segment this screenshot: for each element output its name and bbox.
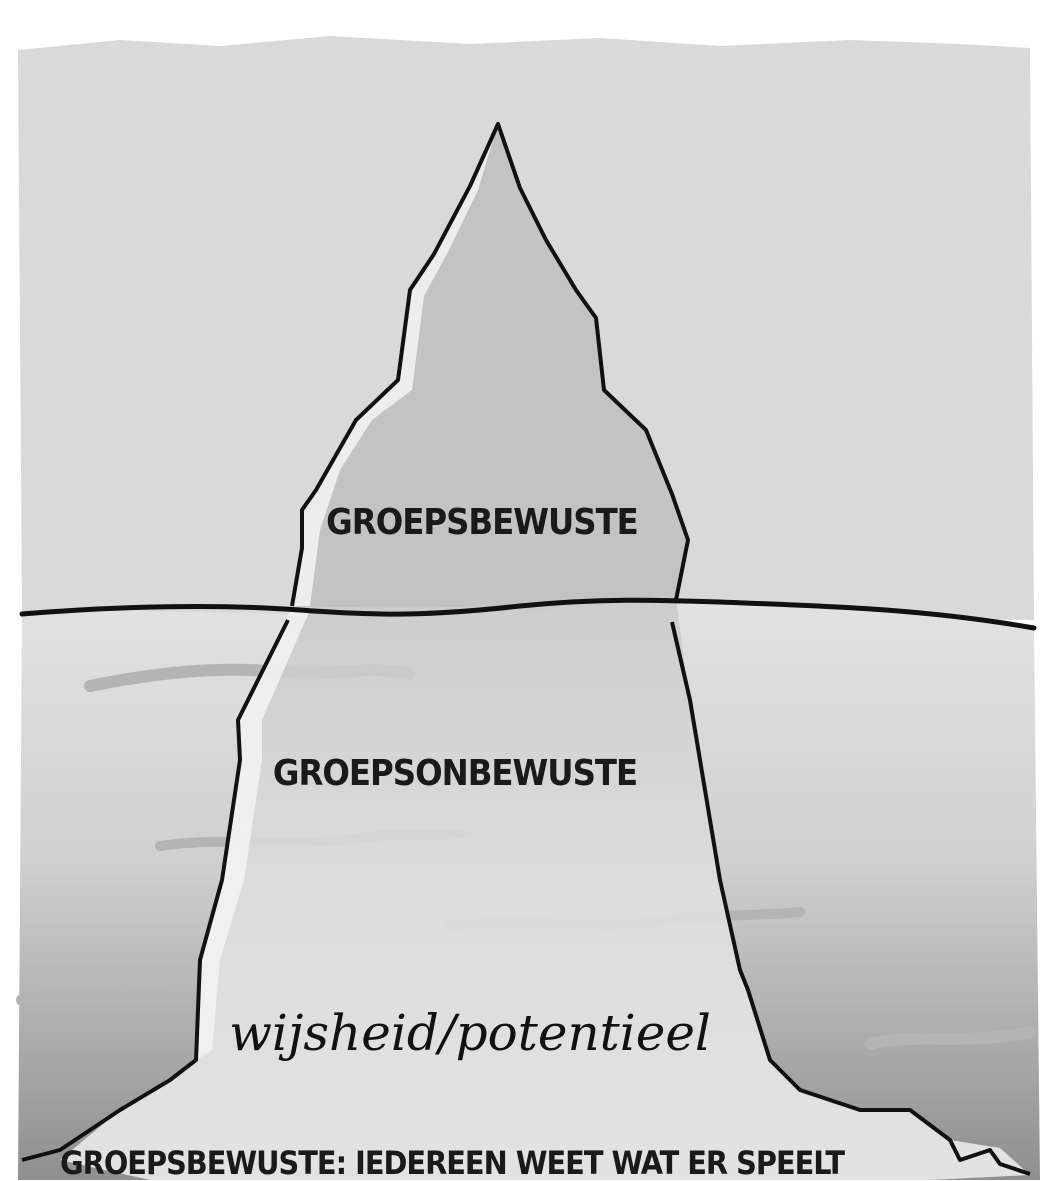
caption: GROEPSBEWUSTE: IEDEREEN WEET WAT ER SPEE… [60, 1144, 845, 1181]
label-groepsonbewuste: GROEPSONBEWUSTE [273, 753, 637, 794]
label-groepsbewuste: GROEPSBEWUSTE [326, 502, 638, 543]
label-wijsheid-potentieel: wijsheid/potentieel [229, 1004, 711, 1062]
wave [22, 994, 160, 1000]
